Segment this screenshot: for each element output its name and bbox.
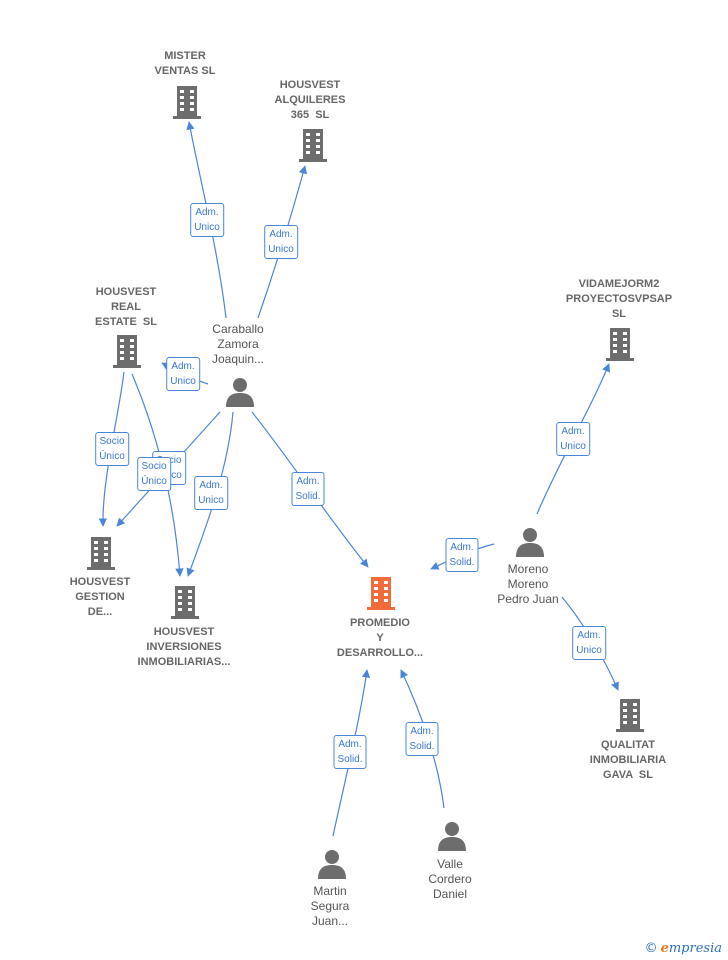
vidamejorm2-label[interactable]: VIDAMEJORM2 PROYECTOSVPSAP SL xyxy=(565,278,673,320)
qualitat-label[interactable]: QUALITAT INMOBILIARIA GAVA SL xyxy=(589,739,667,781)
edge-label-caraballo-inversiones[interactable]: Adm. Unico xyxy=(194,476,228,510)
edge-label-valle-promedio[interactable]: Adm. Solid. xyxy=(405,722,439,756)
valle-label[interactable]: Valle Cordero Daniel xyxy=(428,857,472,901)
housvest-alquileres-building-icon[interactable] xyxy=(296,127,330,163)
edge-label-caraballo-real-estate[interactable]: Adm. Unico xyxy=(166,357,200,391)
promedio-label[interactable]: PROMEDIO Y DESARROLLO... xyxy=(336,617,424,659)
housvest-inversiones-label[interactable]: HOUSVEST INVERSIONES INMOBILIARIAS... xyxy=(137,626,231,668)
edge-label-caraballo-alquileres[interactable]: Adm. Unico xyxy=(264,225,298,259)
housvest-real-estate-label[interactable]: HOUSVEST REAL ESTATE SL xyxy=(95,286,157,328)
brand-name: mpresia xyxy=(668,941,722,956)
brand-initial: e xyxy=(660,941,669,956)
housvest-real-estate-building-icon[interactable] xyxy=(110,333,144,369)
edge-label-real-estate-gestion[interactable]: Socio Único xyxy=(95,432,129,466)
empresia-logo: ©empresia xyxy=(645,941,722,956)
vidamejorm2-building-icon[interactable] xyxy=(603,326,637,362)
moreno-person-icon[interactable] xyxy=(514,526,546,558)
caraballo-label[interactable]: Caraballo Zamora Joaquin... xyxy=(211,322,265,366)
edge-label-caraballo-promedio[interactable]: Adm. Solid. xyxy=(291,472,325,506)
edge-label-moreno-vidamejorm2[interactable]: Adm. Unico xyxy=(556,422,590,456)
edge-label-moreno-promedio[interactable]: Adm. Solid. xyxy=(445,538,479,572)
qualitat-building-icon[interactable] xyxy=(613,697,647,733)
housvest-alquileres-label[interactable]: HOUSVEST ALQUILERES 365 SL xyxy=(274,79,346,121)
edge-label-martin-promedio[interactable]: Adm. Solid. xyxy=(333,735,367,769)
mister-ventas-building-icon[interactable] xyxy=(170,84,204,120)
edge-label-real-estate-inversiones[interactable]: Socio Único xyxy=(137,457,171,491)
housvest-inversiones-building-icon[interactable] xyxy=(168,584,202,620)
edge-label-caraballo-mister[interactable]: Adm. Unico xyxy=(190,203,224,237)
copyright-symbol: © xyxy=(644,941,658,956)
housvest-gestion-building-icon[interactable] xyxy=(84,535,118,571)
promedio-building-icon[interactable] xyxy=(364,574,398,612)
housvest-gestion-label[interactable]: HOUSVEST GESTION DE... xyxy=(69,576,131,618)
martin-label[interactable]: Martin Segura Juan... xyxy=(310,884,350,928)
moreno-label[interactable]: Moreno Moreno Pedro Juan xyxy=(497,562,559,606)
edge-label-moreno-qualitat[interactable]: Adm. Unico xyxy=(572,626,606,660)
valle-person-icon[interactable] xyxy=(436,820,468,852)
caraballo-person-icon[interactable] xyxy=(224,376,256,408)
mister-ventas-label[interactable]: MISTER VENTAS SL xyxy=(154,50,216,77)
martin-person-icon[interactable] xyxy=(316,848,348,880)
